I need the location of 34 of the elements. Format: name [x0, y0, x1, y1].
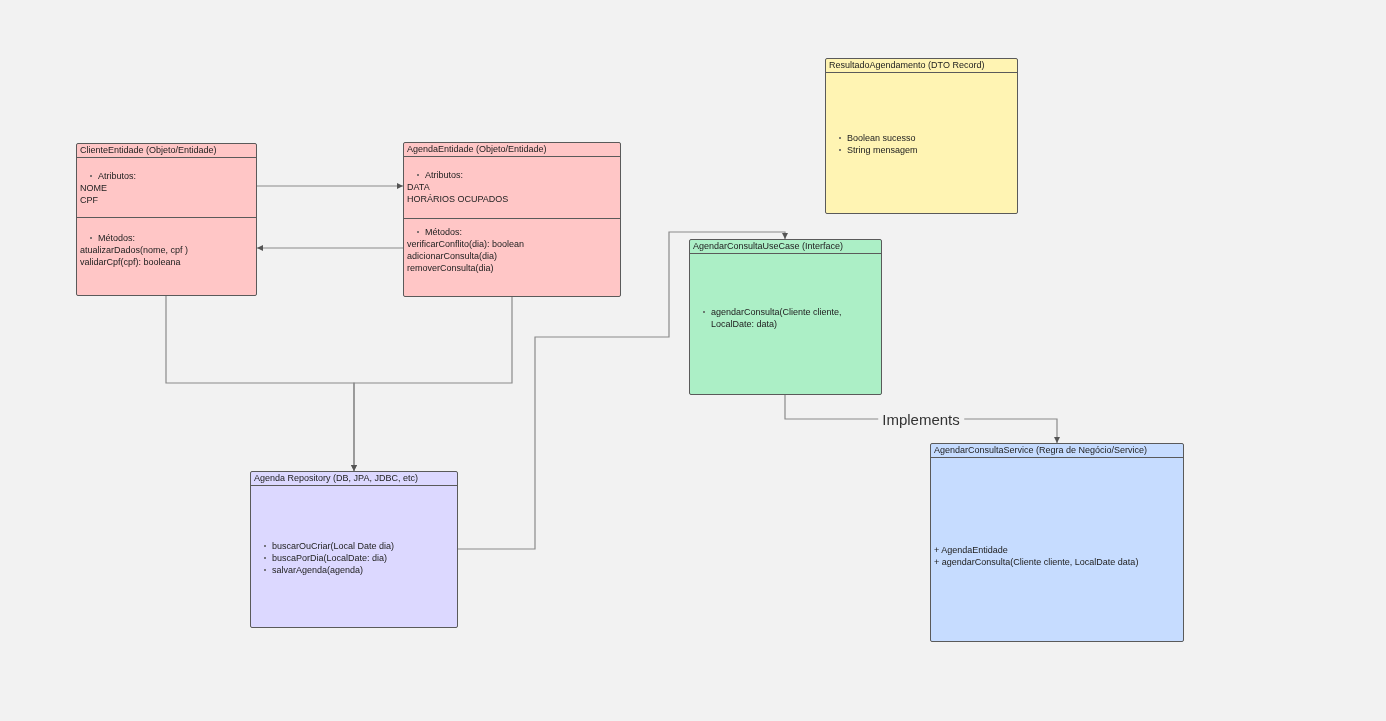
- member-text: CPF: [80, 194, 99, 206]
- member-text: atualizarDados(nome, cpf ): [80, 244, 190, 256]
- member-text: String mensagem: [829, 144, 1014, 156]
- member-text: Métodos:: [80, 232, 253, 244]
- class-name: Agenda Repository (DB, JPA, JDBC, etc): [251, 472, 457, 486]
- member-text: validarCpf(cpf): booleana: [80, 256, 182, 268]
- member-text: HORÁRIOS OCUPADOS: [407, 193, 510, 205]
- member-text: Métodos:: [407, 226, 617, 238]
- member-text: buscaPorDia(LocalDate: dia): [254, 551, 454, 564]
- member-text: adicionarConsulta(dia): [407, 250, 499, 262]
- class-name: AgendarConsultaUseCase (Interface): [690, 240, 881, 254]
- member-text: verificarConflito(dia): boolean: [407, 238, 526, 250]
- connector-arrow: [351, 296, 513, 472]
- class-box: [76, 143, 257, 296]
- class-name: AgendarConsultaService (Regra de Negócio/Service): [931, 444, 1183, 458]
- connector-arrow: [256, 183, 404, 189]
- member-text: + agendarConsulta(Cliente cliente, LocalDate data): [934, 555, 1140, 568]
- member-text: DATA: [407, 181, 431, 193]
- member-text: Atributos:: [80, 170, 253, 182]
- class-box: [403, 142, 621, 297]
- member-text: + AgendaEntidade: [934, 543, 1009, 556]
- class-name: ResultadoAgendamento (DTO Record): [826, 59, 1017, 73]
- member-text: NOME: [80, 182, 108, 194]
- class-box: [689, 239, 882, 395]
- member-text: Boolean sucesso: [829, 132, 1014, 144]
- member-text: buscarOuCriar(Local Date dia): [254, 539, 454, 552]
- member-text: salvarAgenda(agenda): [254, 563, 454, 576]
- connector-arrow: [457, 231, 788, 550]
- member-text: Atributos:: [407, 169, 617, 181]
- class-name: ClienteEntidade (Objeto/Entidade): [77, 144, 256, 158]
- member-text: removerConsulta(dia): [407, 262, 495, 274]
- class-name: AgendaEntidade (Objeto/Entidade): [404, 143, 620, 157]
- member-text: agendarConsulta(Cliente cliente, LocalDate: data): [693, 306, 878, 330]
- connector-arrow: [256, 245, 404, 251]
